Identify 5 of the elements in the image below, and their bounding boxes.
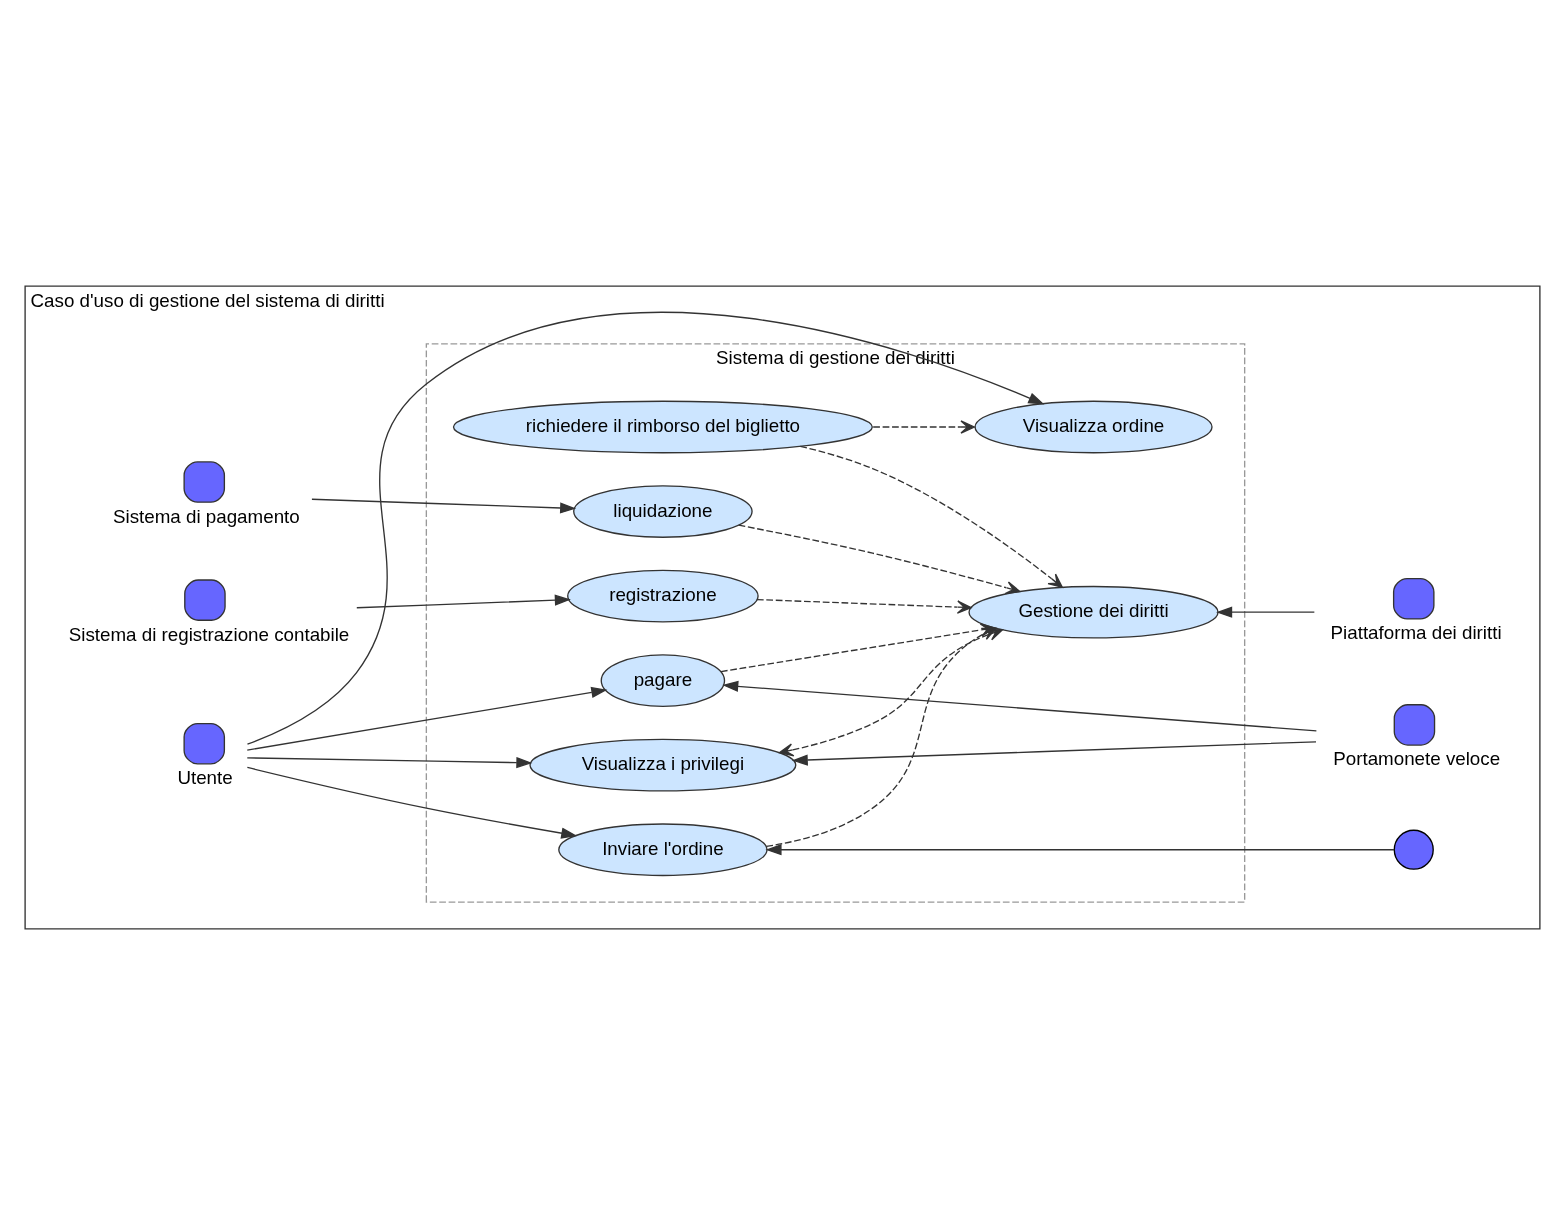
node-label: Utente xyxy=(177,766,233,788)
node-label: Sistema di pagamento xyxy=(113,505,300,527)
node-label: Piattaforma dei diritti xyxy=(1330,621,1502,643)
node-label: Portamonete veloce xyxy=(1333,747,1501,769)
node-label: Sistema di registrazione contabile xyxy=(68,623,350,645)
